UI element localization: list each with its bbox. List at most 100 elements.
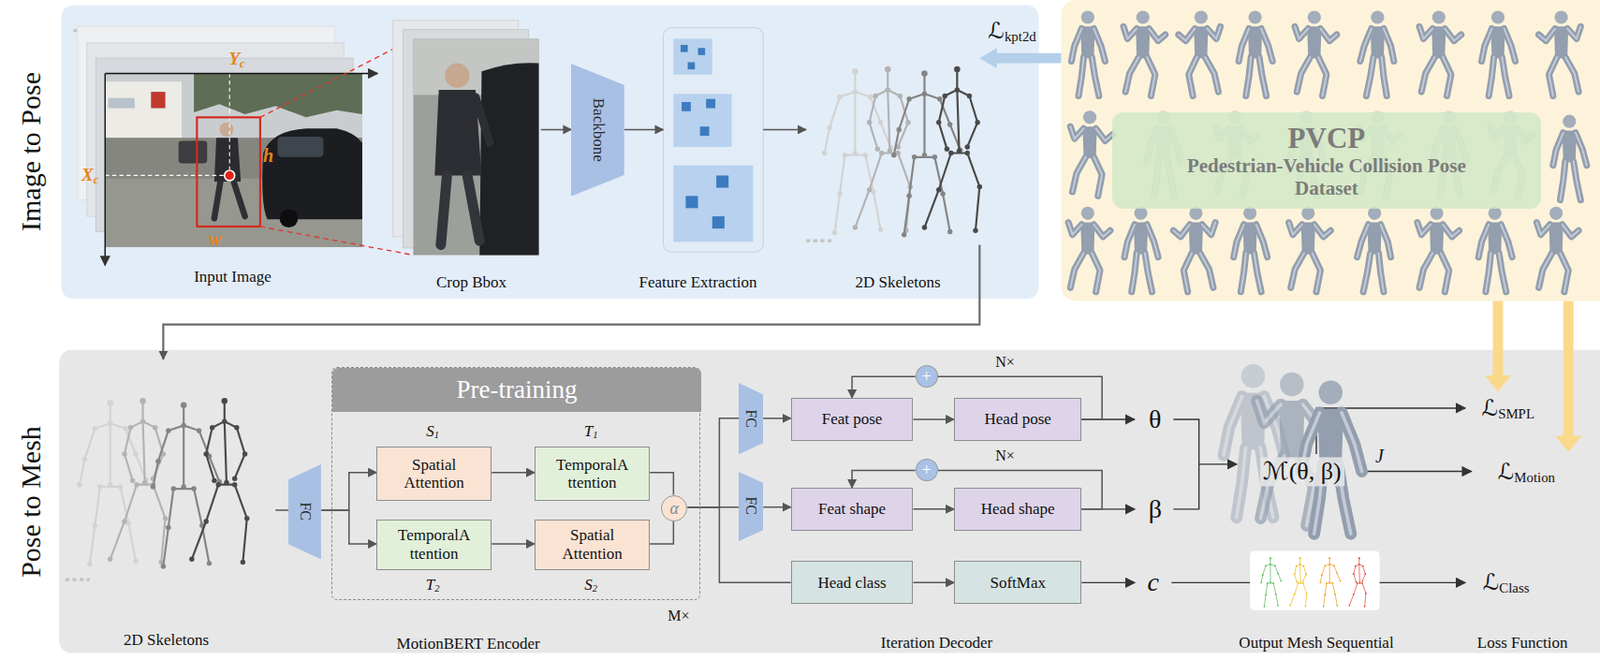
process-box: Head shape xyxy=(954,487,1082,531)
connector xyxy=(624,129,663,132)
connector xyxy=(162,245,980,360)
caption-text: 2D Skeletons xyxy=(855,273,941,293)
input-photo xyxy=(214,137,241,182)
caption-text: 2D Skeletons xyxy=(123,631,209,651)
connector xyxy=(763,129,807,132)
text-part: ℒ xyxy=(1482,396,1498,421)
node-label: Spatial Attention xyxy=(540,526,645,563)
process-box: Feat pose xyxy=(791,397,914,441)
input-photo xyxy=(104,73,378,74)
node-label: Head pose xyxy=(984,410,1052,429)
input-photo xyxy=(214,181,246,219)
node-label: Head class xyxy=(817,573,886,593)
panel-title: Image to Pose xyxy=(14,72,47,232)
dataset-figures xyxy=(1289,206,1332,293)
dataset-figures xyxy=(1419,10,1462,96)
annotation: T2 xyxy=(425,574,441,594)
annotation: Iteration Decoder xyxy=(880,632,993,652)
trapezoid-shape xyxy=(738,471,764,542)
connector xyxy=(851,376,916,398)
annotation: N× xyxy=(995,447,1015,466)
text-part: 1 xyxy=(434,429,440,441)
process-box: SoftMax xyxy=(954,560,1082,604)
feature-maps xyxy=(673,93,732,147)
feature-maps xyxy=(662,27,764,252)
dataset-figures xyxy=(1536,206,1579,293)
panel-band: Image to PoseInput ImageCrop BboxBackbon… xyxy=(60,4,1039,299)
feature-maps xyxy=(716,175,729,188)
output-mesh xyxy=(1223,364,1380,611)
annotation: Yc xyxy=(228,48,245,71)
skeleton-figures xyxy=(806,239,832,243)
node-label: α xyxy=(670,499,679,517)
node-label: Feat shape xyxy=(818,499,886,519)
dataset-figures xyxy=(1238,10,1273,96)
connector xyxy=(912,418,955,421)
feature-maps: Feature Extraction xyxy=(662,27,764,252)
dataset-figures xyxy=(1294,10,1337,96)
text-part: kpt2d xyxy=(1004,29,1037,45)
dataset-figures xyxy=(1357,206,1392,293)
annotation: Output Mesh Sequential xyxy=(1238,632,1394,652)
input-photo xyxy=(104,73,363,247)
text-part: ℒ xyxy=(1482,570,1499,595)
trapezoid-shape xyxy=(738,382,764,455)
annotation: T1 xyxy=(584,422,599,441)
input-photo xyxy=(73,26,378,265)
output-mesh xyxy=(1260,557,1282,607)
skeleton-sequence: 2D Skeletons xyxy=(806,56,1006,246)
panel-background xyxy=(1061,0,1600,302)
connector xyxy=(763,417,791,420)
node-label: SoftMax xyxy=(989,573,1046,593)
feature-maps xyxy=(681,102,691,112)
feature-maps xyxy=(700,126,710,136)
crop-photo xyxy=(260,20,540,256)
annotation: θ xyxy=(1148,403,1161,436)
crop-photo xyxy=(260,38,413,118)
input-photo xyxy=(104,73,106,265)
illustration xyxy=(58,0,1600,654)
annotation: c xyxy=(1146,567,1159,600)
attention-box: Spatial Attention xyxy=(534,519,650,571)
text-part: Motion xyxy=(1513,469,1556,485)
backbone-block: Backbone xyxy=(571,63,625,197)
attention-box: TemporalA ttention xyxy=(534,446,650,501)
connector xyxy=(321,510,377,544)
connector xyxy=(321,472,377,511)
process-box: Feat shape xyxy=(791,487,914,531)
node-label: FC xyxy=(742,409,760,428)
crop-image: Crop Bbox xyxy=(393,20,542,256)
skeleton-figures xyxy=(107,397,168,565)
crop-photo xyxy=(479,62,539,255)
text-part: Y xyxy=(228,48,240,69)
feature-maps xyxy=(705,99,716,109)
input-photo xyxy=(262,128,363,220)
input-photo xyxy=(277,136,323,158)
output-arrows xyxy=(1081,582,1135,584)
annotation: ℒMotion xyxy=(1497,457,1556,485)
node-label: + xyxy=(922,367,932,385)
node-label: PVCP xyxy=(1288,121,1366,156)
output-mesh xyxy=(1320,557,1342,607)
connector xyxy=(649,521,674,544)
crop-photo xyxy=(444,63,470,89)
connector xyxy=(687,418,739,508)
annotation: S2 xyxy=(584,574,598,594)
trapezoid-shape xyxy=(288,464,322,559)
dataset-figures xyxy=(1417,206,1460,293)
supervision-arrow xyxy=(1555,301,1582,453)
attention-box: Spatial Attention xyxy=(376,446,492,501)
dataset-figures xyxy=(1539,10,1582,96)
node-label: Backbone xyxy=(588,97,608,162)
output-arrows xyxy=(1363,470,1472,472)
crop-photo xyxy=(412,38,539,255)
attention-box: TemporalA ttention xyxy=(376,519,492,571)
input-photo xyxy=(224,170,235,181)
annotation: S1 xyxy=(425,422,440,441)
input-photo xyxy=(104,81,182,143)
input-photo xyxy=(219,122,234,137)
crop-photo xyxy=(475,97,490,144)
feature-maps xyxy=(712,216,725,229)
skeleton-figures xyxy=(922,66,983,234)
